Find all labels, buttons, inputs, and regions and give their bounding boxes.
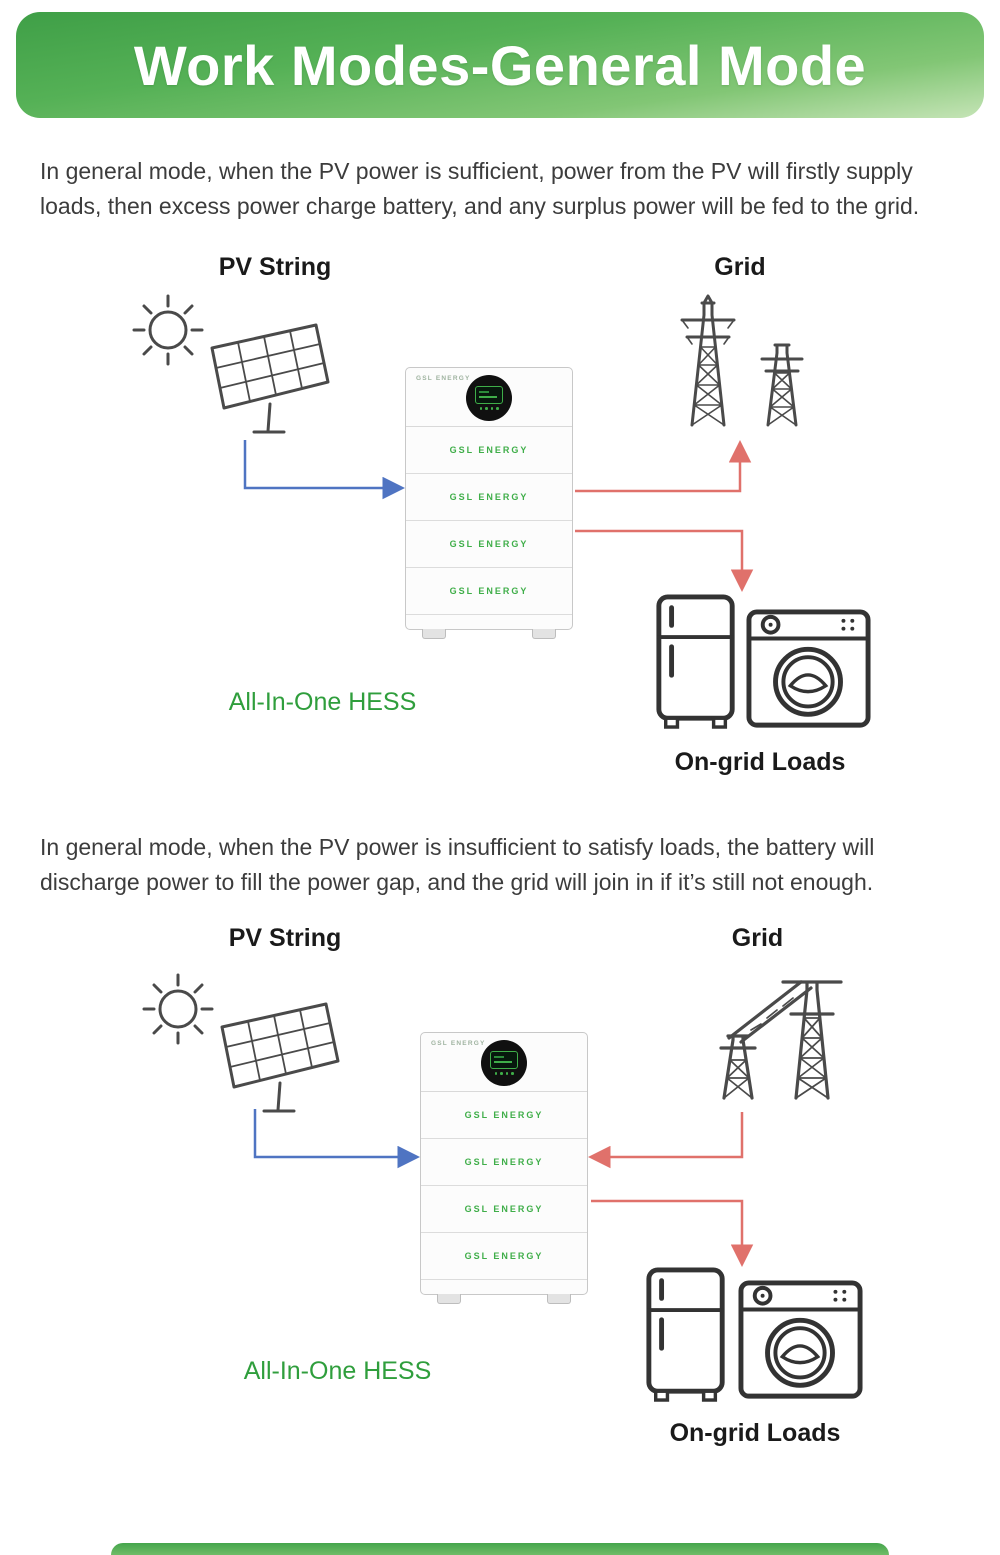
page-title: Work Modes-General Mode (133, 33, 867, 97)
hess-to-grid-arrow (575, 440, 752, 493)
washing-machine-icon (737, 1278, 865, 1404)
battery-module-label: GSL ENERGY (464, 1204, 544, 1214)
battery-module-label: GSL ENERGY (464, 1110, 544, 1120)
on-grid-loads-label: On-grid Loads (674, 748, 846, 776)
battery-module: GSL ENERGY (421, 1138, 587, 1185)
hess-inverter: GSL ENERGY (421, 1033, 587, 1092)
refrigerator-icon (643, 1266, 731, 1405)
grid-label: Grid (731, 924, 784, 952)
intro-paragraph-2: In general mode, when the PV power is in… (40, 834, 875, 895)
refrigerator-icon (653, 593, 741, 732)
battery-module: GSL ENERGY (421, 1185, 587, 1232)
transmission-tower-icon (660, 293, 820, 433)
hess-base (406, 614, 572, 629)
battery-module-label: GSL ENERGY (449, 445, 529, 455)
hess-unit: GSL ENERGY GSL ENERGY GSL ENERGY GSL ENE… (405, 367, 573, 639)
grid-to-hess-arrow (588, 1112, 744, 1169)
sun-solar-panel-icon (120, 290, 335, 442)
hess-buttons (494, 1072, 514, 1075)
hess-display-screen (466, 375, 512, 421)
battery-module-label: GSL ENERGY (449, 586, 529, 596)
battery-module: GSL ENERGY (406, 427, 572, 473)
sun-solar-panel-icon (130, 969, 345, 1121)
battery-module: GSL ENERGY (406, 520, 572, 567)
grid-label: Grid (714, 253, 766, 281)
battery-module-label: GSL ENERGY (449, 492, 529, 502)
hess-brand-text: GSL ENERGY (416, 375, 471, 382)
next-section-banner-peek (111, 1543, 889, 1555)
hess-label: All-In-One HESS (228, 688, 417, 716)
hess-display-screen (481, 1040, 527, 1086)
intro-paragraph-1: In general mode, when the PV power is su… (40, 158, 920, 219)
hess-lcd (475, 386, 503, 405)
battery-module: GSL ENERGY (406, 567, 572, 614)
hess-inverter: GSL ENERGY (406, 368, 572, 427)
battery-module: GSL ENERGY (421, 1092, 587, 1138)
pv-to-hess-arrow (243, 440, 405, 500)
hess-feet (406, 629, 572, 639)
header-banner: Work Modes-General Mode (16, 12, 984, 118)
battery-module-label: GSL ENERGY (464, 1251, 544, 1261)
hess-feet (421, 1294, 587, 1304)
hess-unit: GSL ENERGY GSL ENERGY GSL ENERGY GSL ENE… (420, 1032, 588, 1304)
battery-module: GSL ENERGY (421, 1232, 587, 1279)
diagram-sufficient-pv: PV String Grid GSL ENERGY GSL ENERGY GSL… (0, 245, 1000, 780)
battery-module-label: GSL ENERGY (449, 539, 529, 549)
hess-brand-text: GSL ENERGY (431, 1040, 486, 1047)
hess-lcd (490, 1051, 518, 1070)
transmission-tower-icon (665, 956, 855, 1106)
pv-string-label: PV String (228, 924, 342, 952)
on-grid-loads-label: On-grid Loads (669, 1419, 841, 1447)
hess-label: All-In-One HESS (243, 1357, 432, 1385)
battery-module-label: GSL ENERGY (464, 1157, 544, 1167)
battery-module: GSL ENERGY (406, 473, 572, 520)
hess-base (421, 1279, 587, 1294)
hess-buttons (479, 407, 499, 410)
hess-to-loads-arrow (591, 1199, 754, 1267)
diagram-insufficient-pv: PV String Grid GSL ENERGY GSL ENERGY GSL… (0, 914, 1000, 1447)
washing-machine-icon (745, 607, 873, 733)
pv-string-label: PV String (218, 253, 332, 281)
hess-to-loads-arrow (575, 529, 754, 592)
